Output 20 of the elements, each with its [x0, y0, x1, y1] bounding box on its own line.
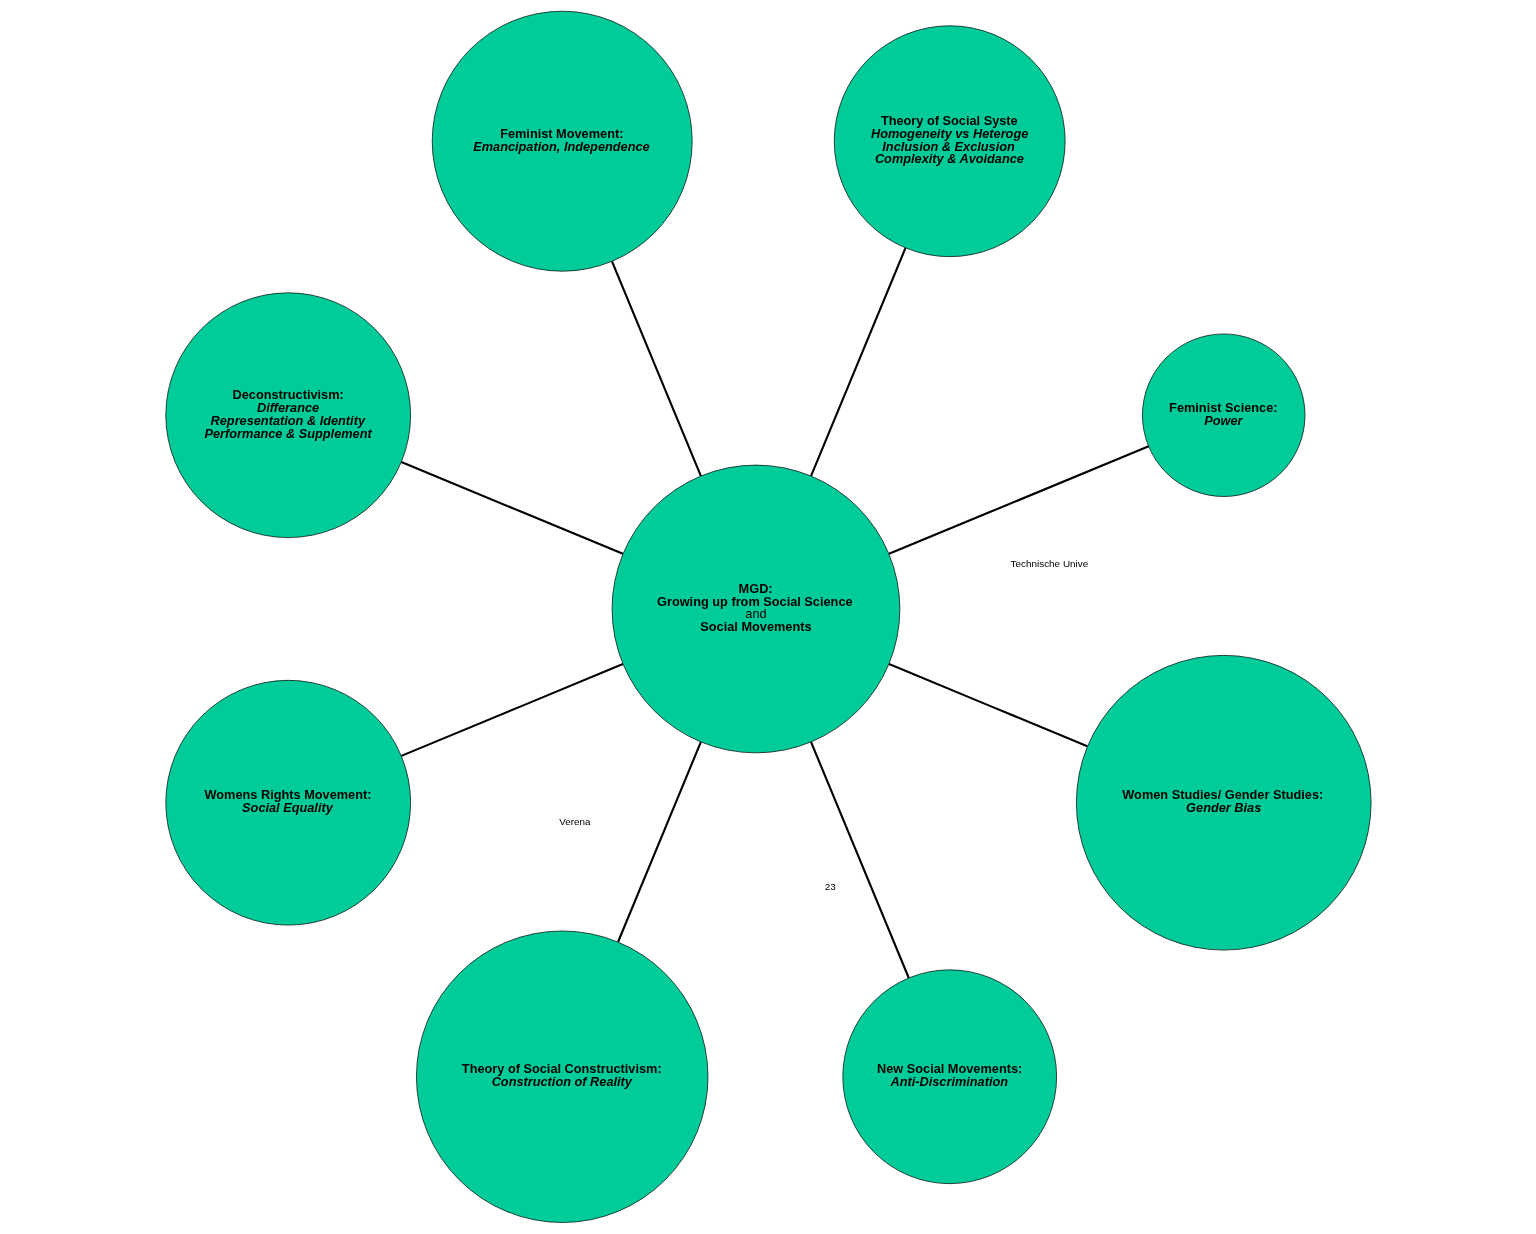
label: Technische Unive — [1010, 557, 1088, 569]
node-circle: Theory of Social Constructivism: Construction of Reality — [415, 930, 708, 1223]
node-circle: Deconstructivism: Differance Representation & Identity Performance & Supplement — [164, 292, 411, 538]
connector — [809, 741, 910, 979]
node-circle: Feminist Movement: Emancipation, Independence — [431, 10, 693, 272]
node-circle: Womens Rights Movement: Social Equality — [164, 679, 411, 926]
connector — [400, 663, 623, 757]
node-circle: Feminist Science: Power — [1141, 333, 1305, 497]
node-circle: MGD: Growing up from Social Science and Social Movements — [611, 464, 900, 754]
connector — [888, 663, 1088, 748]
node-circle: New Social Movements: Anti-Discrimination — [841, 969, 1057, 1184]
connector — [400, 461, 623, 555]
node-circle: Theory of Social Syste Homogeneity vs Heteroge Inclusion & Exclusion Complexity & Avoidance — [833, 25, 1065, 257]
connector — [809, 247, 907, 477]
label: Verena — [558, 816, 591, 828]
label: 23 — [824, 880, 836, 892]
connector — [610, 261, 702, 477]
connector — [888, 445, 1149, 555]
connector — [616, 741, 702, 943]
node-circle: Women Studies/ Gender Studies: Gender Bias — [1075, 655, 1371, 951]
